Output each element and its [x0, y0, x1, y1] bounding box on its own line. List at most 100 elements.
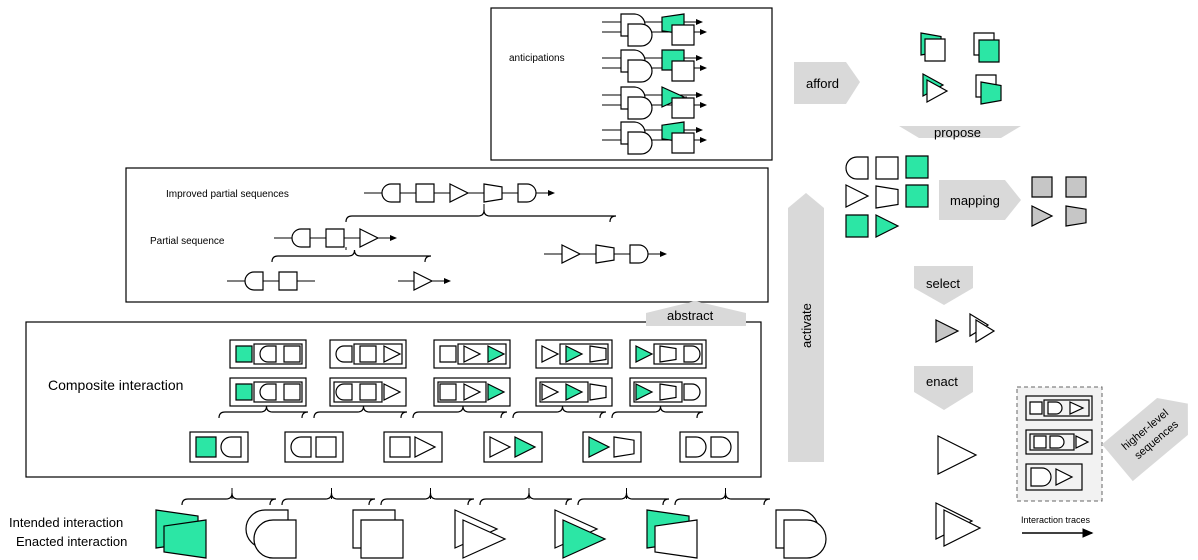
composite-box — [535, 377, 613, 407]
composite-box — [433, 339, 511, 369]
pairing-brace — [674, 492, 771, 506]
trapezoid-shape — [613, 436, 635, 458]
square-shape — [389, 436, 411, 458]
triangle-shape — [489, 436, 512, 458]
partial-sequence-label: Partial sequence — [150, 236, 225, 247]
square-shape — [439, 345, 457, 363]
and-gate-shape — [253, 519, 297, 559]
composite-box — [433, 377, 511, 407]
trapezoid-shape — [659, 345, 677, 363]
trapezoid-shape — [980, 81, 1002, 105]
square-shape — [924, 38, 946, 62]
triangle-shape — [635, 383, 654, 401]
triangle-shape — [463, 345, 482, 363]
pairing-brace — [479, 492, 573, 506]
square-shape — [360, 519, 404, 559]
trapezoid-shape — [875, 185, 899, 209]
half-round-shape — [685, 436, 707, 458]
square-shape — [235, 345, 253, 363]
square-shape — [1065, 176, 1087, 198]
and-gate-shape — [259, 345, 277, 363]
trapezoid-shape — [589, 345, 607, 363]
enact-arrow: enact — [914, 366, 973, 410]
composite-box — [329, 339, 407, 369]
and-gate-shape — [291, 228, 311, 248]
svg-text:activate: activate — [799, 303, 814, 348]
half-round-shape — [683, 345, 701, 363]
trapezoid-shape — [163, 519, 207, 559]
square-shape — [278, 271, 298, 291]
composite-box — [189, 431, 249, 463]
triangle-shape — [561, 244, 582, 264]
anticipations-label: anticipations — [509, 53, 565, 64]
and-gate-shape — [220, 436, 242, 458]
trapezoid-shape — [483, 183, 503, 203]
composite-box — [582, 431, 642, 463]
composite-brace — [512, 405, 607, 419]
pairing-brace — [281, 492, 376, 506]
inner-composite-box — [457, 343, 507, 365]
square-shape — [1033, 435, 1047, 449]
inner-composite-box — [559, 343, 609, 365]
composite-interaction-label: Composite interaction — [48, 377, 183, 393]
inner-composite-box — [1043, 399, 1090, 417]
half-round-shape — [517, 183, 537, 203]
and-gate-shape — [381, 183, 401, 203]
pairing-brace — [181, 492, 277, 506]
triangle-shape — [1075, 435, 1090, 449]
composite-box — [329, 377, 407, 407]
triangle-shape — [414, 436, 437, 458]
and-gate-shape — [335, 383, 353, 401]
intended-interaction-label: Intended interaction — [9, 515, 123, 530]
triangle-shape — [487, 345, 506, 363]
composite-box — [629, 377, 707, 407]
square-shape — [671, 60, 695, 82]
svg-text:mapping: mapping — [950, 193, 1000, 208]
triangle-shape — [565, 345, 584, 363]
half-round-shape — [783, 519, 827, 559]
and-gate-shape — [290, 436, 312, 458]
square-shape — [439, 383, 457, 401]
inner-composite-box — [333, 381, 383, 403]
square-shape — [235, 383, 253, 401]
sequence-brace — [345, 209, 617, 223]
composite-box — [229, 377, 307, 407]
pairing-brace — [577, 492, 670, 506]
svg-text:select: select — [926, 276, 960, 291]
triangle-shape — [514, 436, 537, 458]
trapezoid-shape — [589, 383, 607, 401]
inner-composite-box — [437, 381, 487, 403]
half-round-shape — [627, 131, 653, 155]
composite-box — [383, 431, 443, 463]
square-shape — [1029, 401, 1043, 415]
square-shape — [845, 214, 869, 238]
square-shape — [195, 436, 217, 458]
trapezoid-shape — [654, 519, 698, 559]
sequence-brace — [271, 249, 432, 263]
triangle-shape — [565, 383, 584, 401]
mapping-arrow: mapping — [939, 180, 1021, 220]
interaction-shapes-layer — [155, 13, 1093, 559]
square-shape — [325, 228, 345, 248]
svg-text:enact: enact — [926, 374, 958, 389]
triangle-shape — [1031, 205, 1054, 227]
triangle-shape — [975, 318, 996, 344]
triangle-shape — [541, 383, 560, 401]
composite-brace — [611, 405, 704, 419]
square-shape — [315, 436, 337, 458]
higher-level-sequences-arrow: higher-level sequences — [1101, 398, 1188, 482]
trapezoid-shape — [595, 244, 615, 264]
inner-composite-box — [253, 381, 303, 403]
composite-box — [229, 339, 307, 369]
composite-brace — [313, 405, 408, 419]
select-arrow: select — [914, 266, 973, 305]
enacted-interaction-label: Enacted interaction — [16, 534, 127, 549]
inner-composite-box — [539, 381, 589, 403]
trace-box — [1025, 429, 1093, 455]
inner-composite-box — [253, 343, 303, 365]
half-round-shape — [627, 23, 653, 47]
composite-brace — [412, 405, 508, 419]
half-round-shape — [627, 96, 653, 120]
triangle-shape — [462, 519, 507, 559]
